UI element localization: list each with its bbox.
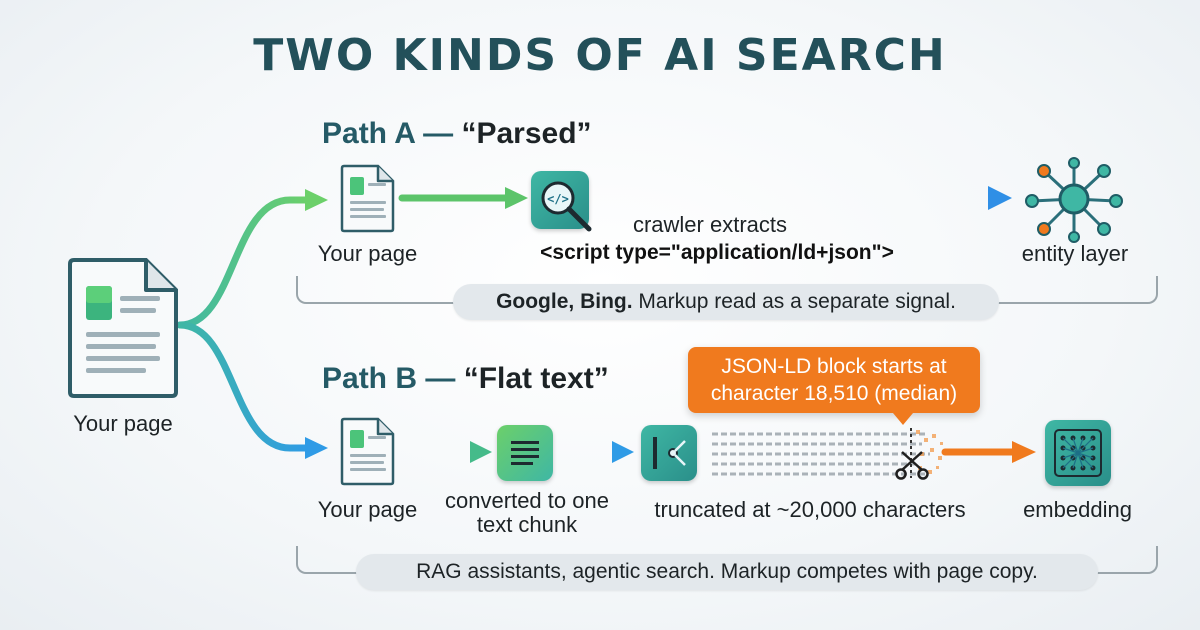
path-a-quote: “Parsed” (461, 117, 592, 150)
path-b-step4-label: embedding (1023, 497, 1132, 522)
path-a-step2-caption: crawler extracts (632, 212, 788, 237)
path-a-note-rest: Markup read as a separate signal. (632, 290, 956, 313)
path-a-note-bold: Google, Bing. (496, 290, 633, 313)
path-b-prefix: Path B — (322, 362, 456, 395)
json-ld-callout-text: JSON-LD block starts at character 18,510… (710, 355, 958, 405)
path-b-document-icon (340, 416, 396, 491)
json-ld-callout: JSON-LD block starts at character 18,510… (688, 347, 980, 425)
branch-arrow-a (176, 196, 312, 329)
path-a-title: Path A — “Parsed” (322, 117, 592, 151)
path-a-step1-label: Your page (317, 241, 418, 266)
path-a-step3-label: entity layer (1021, 241, 1129, 266)
source-label: Your page (73, 411, 173, 436)
arrowhead-b (305, 437, 328, 459)
path-b-step2-label: converted to one text chunk (445, 488, 609, 537)
truncated-text-lines (712, 432, 930, 476)
embedding-grid-icon (1045, 420, 1111, 486)
path-a-prefix: Path A — (322, 117, 454, 150)
source-document-icon (68, 256, 180, 403)
path-b-step1-label: Your page (317, 497, 418, 522)
callout-tail (893, 413, 913, 425)
entity-network-icon (1024, 157, 1124, 248)
path-a-document-icon (340, 163, 396, 238)
path-b-quote: “Flat text” (463, 362, 609, 395)
path-b-note: RAG assistants, agentic search. Markup c… (356, 554, 1098, 590)
code-magnifier-icon: </> (531, 171, 592, 232)
path-b-title: Path B — “Flat text” (322, 362, 609, 396)
path-a-note: Google, Bing. Markup read as a separate … (453, 284, 999, 320)
path-a-step2-code: <script type="application/ld+json"> (540, 241, 894, 264)
arrowhead-a (305, 189, 328, 211)
scissors-icon (895, 451, 929, 480)
text-truncation-icon (641, 425, 697, 481)
text-chunk-icon (497, 425, 553, 481)
branch-arrow-b (176, 321, 312, 452)
page-title: TWO KINDS OF AI SEARCH (253, 30, 947, 81)
svg-text:</>: </> (547, 192, 569, 206)
path-b-step3-label: truncated at ~20,000 characters (654, 497, 966, 522)
